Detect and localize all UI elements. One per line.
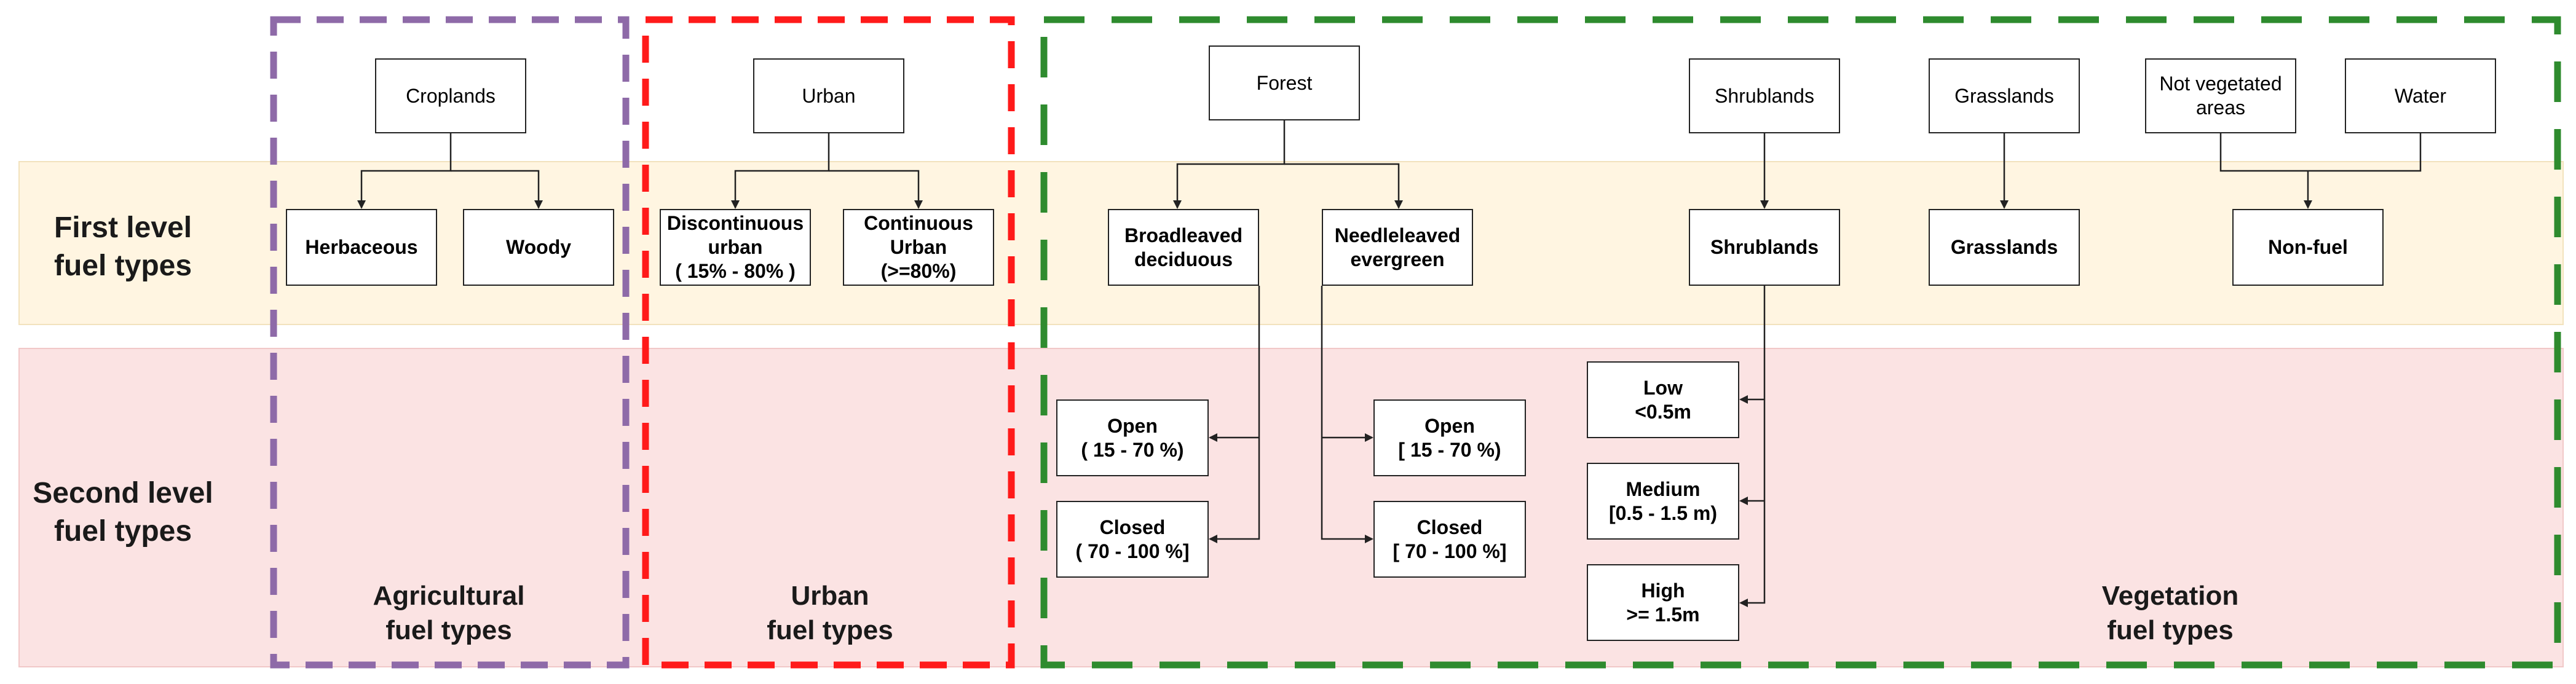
connector-not-vegetated bbox=[2219, 133, 2422, 172]
urban-group-label: Urban fuel types bbox=[767, 581, 893, 645]
grasslands-node: Grasslands bbox=[1929, 209, 2080, 286]
broadleaved-closed-node: Closed ( 70 - 100 %] bbox=[1056, 501, 1209, 578]
shrub-low-node: Low <0.5m bbox=[1587, 361, 1739, 438]
needleleaved-evergreen-node: Needleleaved evergreen bbox=[1322, 209, 1473, 286]
second-level-row-label: Second level fuel types bbox=[33, 477, 213, 548]
forest-node: Forest bbox=[1209, 45, 1360, 120]
first-level-row-label: First level fuel types bbox=[53, 211, 192, 282]
shrublands-node: Shrublands bbox=[1689, 209, 1840, 286]
second-level-band bbox=[18, 348, 2564, 667]
woody-node: Woody bbox=[463, 209, 614, 286]
urban-group-border bbox=[642, 16, 1015, 669]
connector-croplands-woody bbox=[451, 170, 543, 209]
connector-forest bbox=[1173, 120, 1286, 209]
agricultural-group-label: Agricultural fuel types bbox=[373, 581, 525, 645]
connector-urban bbox=[731, 133, 830, 209]
not-vegetated-node: Not vegetated areas bbox=[2145, 58, 2296, 133]
vegetation-group-border bbox=[1040, 16, 2561, 669]
first-level-band bbox=[18, 161, 2564, 325]
herbaceous-node: Herbaceous bbox=[286, 209, 437, 286]
connector-needleleaved bbox=[1321, 286, 1373, 543]
continuous-urban-node: Continuous Urban (>=80%) bbox=[843, 209, 994, 286]
needleleaved-closed-node: Closed [ 70 - 100 %] bbox=[1373, 501, 1526, 578]
connector-forest-needle bbox=[1284, 163, 1403, 209]
water-node: Water bbox=[2345, 58, 2496, 133]
grasslands-top-node: Grasslands bbox=[1929, 58, 2080, 133]
shrublands-top-node: Shrublands bbox=[1689, 58, 1840, 133]
connector-croplands bbox=[357, 133, 452, 209]
shrub-medium-node: Medium [0.5 - 1.5 m) bbox=[1587, 463, 1739, 540]
needleleaved-open-node: Open [ 15 - 70 %) bbox=[1373, 399, 1526, 476]
shrub-high-node: High >= 1.5m bbox=[1587, 564, 1739, 641]
connector-shrub-levels bbox=[1739, 286, 1766, 607]
connector-broadleaved bbox=[1209, 286, 1260, 543]
vegetation-group-label: Vegetation fuel types bbox=[2101, 581, 2239, 645]
urban-node: Urban bbox=[753, 58, 904, 133]
connector-urban-continuous bbox=[829, 170, 923, 209]
broadleaved-open-node: Open ( 15 - 70 %) bbox=[1056, 399, 1209, 476]
croplands-node: Croplands bbox=[375, 58, 526, 133]
discontinuous-urban-node: Discontinuous urban ( 15% - 80% ) bbox=[660, 209, 811, 286]
non-fuel-node: Non-fuel bbox=[2232, 209, 2384, 286]
broadleaved-deciduous-node: Broadleaved deciduous bbox=[1108, 209, 1259, 286]
agricultural-group-border bbox=[270, 16, 630, 669]
